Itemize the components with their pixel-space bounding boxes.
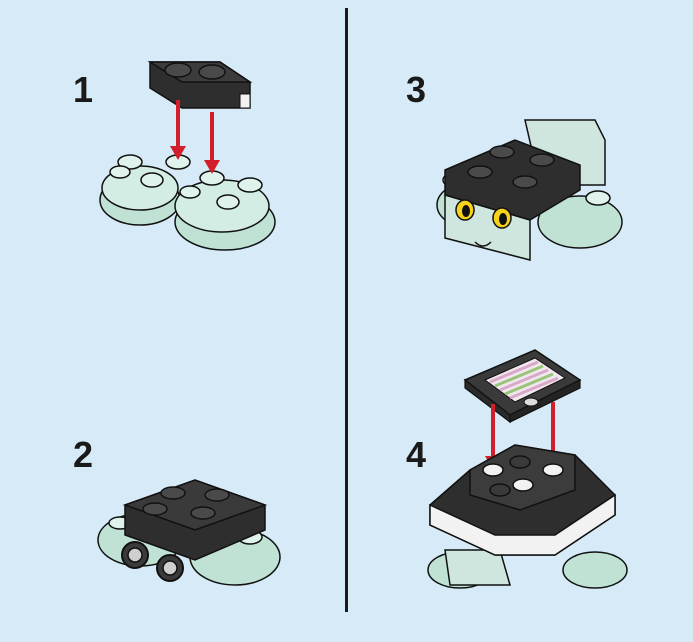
solar-panel-tile	[465, 350, 580, 422]
red-down-arrow-right	[204, 112, 220, 174]
step-3-number: 3	[406, 72, 426, 108]
black-1x2-brick	[150, 62, 250, 108]
step-2-number: 2	[73, 437, 93, 473]
step-divider	[345, 8, 348, 612]
black-shell	[430, 445, 615, 555]
step-3-illustration	[430, 110, 630, 270]
yellow-eye-left	[456, 200, 474, 220]
step-4-number: 4	[406, 437, 426, 473]
step-1-illustration	[90, 50, 290, 270]
yellow-eye-right	[493, 208, 511, 228]
red-down-arrow-left	[170, 100, 186, 160]
step-2-illustration	[95, 465, 285, 595]
translucent-foot-right	[175, 171, 275, 250]
step-4-illustration	[425, 330, 630, 615]
